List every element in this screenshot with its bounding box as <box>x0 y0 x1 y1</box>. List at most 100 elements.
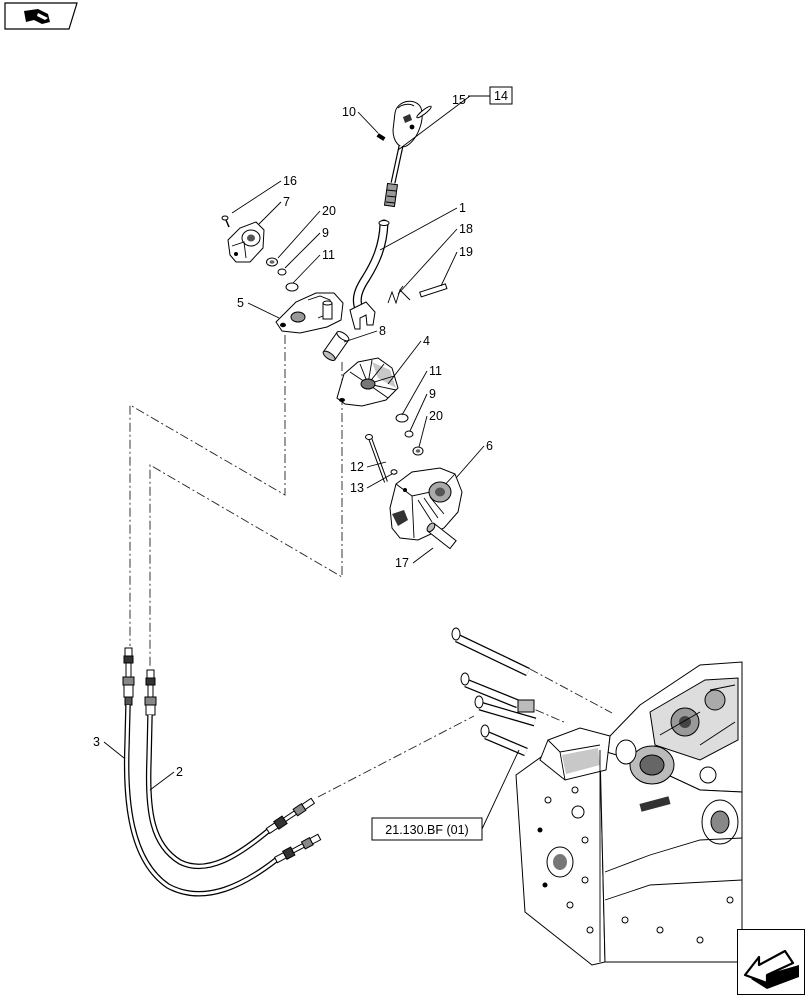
cable-2-shape <box>147 714 269 868</box>
lever-bracket-shape <box>231 241 247 259</box>
callout-9-lower[interactable]: 9 <box>429 387 436 401</box>
reference-box-label[interactable]: 14 <box>494 89 508 103</box>
return-arrow-button[interactable] <box>737 929 805 995</box>
leader-lines-shape <box>401 370 428 416</box>
leader-lines-shape <box>455 445 485 479</box>
selector-rods-shape <box>517 699 535 713</box>
catalog-section-button[interactable] <box>4 2 78 30</box>
transmission-housing-shape <box>562 748 600 774</box>
callout-4[interactable]: 4 <box>423 334 430 348</box>
cable-2-shape-shape <box>301 797 316 811</box>
leader-lines-shape <box>149 771 175 791</box>
gear-lever-shape <box>378 220 390 226</box>
transmission-housing-shape <box>566 901 574 909</box>
cable-3-shape <box>122 676 135 686</box>
transmission-housing-shape <box>542 882 548 888</box>
knob-screw <box>376 133 386 141</box>
bushing <box>322 330 350 362</box>
cable-3-shape <box>125 704 277 896</box>
callout-7[interactable]: 7 <box>283 195 290 209</box>
icon-arrow <box>743 949 795 985</box>
leader-lines-shape <box>397 95 471 151</box>
lever-cover-shape <box>360 378 376 390</box>
transmission-housing-shape <box>581 836 589 844</box>
lever-knob-shape <box>392 100 423 148</box>
circlip-shape <box>416 105 432 119</box>
callout-16[interactable]: 16 <box>283 174 297 188</box>
housing-pin-shape <box>426 522 457 550</box>
selector-rods-shape <box>464 679 520 708</box>
callout-20-upper[interactable]: 20 <box>322 204 336 218</box>
leader-lines-shape <box>379 207 458 251</box>
transmission-housing-shape <box>615 739 637 765</box>
lever-pin <box>419 283 448 298</box>
callout-13[interactable]: 13 <box>350 481 364 495</box>
bolt-washer <box>390 469 398 475</box>
lever-bracket <box>227 221 265 263</box>
transmission-housing-shape <box>571 786 579 794</box>
callout-8[interactable]: 8 <box>379 324 386 338</box>
transmission-housing-shape <box>571 805 585 819</box>
icon-glyph-arrow <box>37 13 48 20</box>
reference-box-14[interactable]: 14 <box>489 86 513 105</box>
reference-box-14-shape <box>489 86 513 105</box>
cross-reference-link[interactable]: 21.130.BF (01) <box>371 817 483 841</box>
bracket-screw-shape <box>225 219 230 228</box>
transmission-housing-shape <box>581 876 589 884</box>
transmission-housing-shape <box>604 837 743 873</box>
selector-rods-shape <box>460 672 470 686</box>
phantom-lines-shape <box>317 715 475 798</box>
lever-knob-shape <box>409 124 415 130</box>
cross-reference-label[interactable]: 21.130.BF (01) <box>385 823 468 837</box>
lever-bracket-shape <box>234 252 238 256</box>
lever-housing-shape <box>435 487 445 497</box>
callout-1[interactable]: 1 <box>459 201 466 215</box>
callout-11-lower[interactable]: 11 <box>429 364 442 378</box>
callout-18[interactable]: 18 <box>459 222 473 236</box>
callout-5[interactable]: 5 <box>237 296 244 310</box>
lever-housing-shape <box>411 495 415 539</box>
callout-6[interactable]: 6 <box>486 439 493 453</box>
callout-19[interactable]: 19 <box>459 245 473 259</box>
lever-housing-shape <box>392 510 408 526</box>
gear-lever <box>349 219 390 330</box>
callout-3[interactable]: 3 <box>93 735 100 749</box>
leader-lines-shape <box>292 254 321 284</box>
transmission-housing-shape <box>696 936 704 944</box>
cable-3-shape-shape <box>291 843 305 854</box>
callout-10[interactable]: 10 <box>342 105 356 119</box>
spring-clip-shape <box>399 285 404 291</box>
leader-lines <box>103 95 520 830</box>
callout-2[interactable]: 2 <box>176 765 183 779</box>
cable-2-shape <box>146 669 155 679</box>
leader-lines-shape <box>103 741 125 759</box>
callout-15[interactable]: 15 <box>452 93 466 107</box>
upper-washers <box>266 257 299 292</box>
phantom-lines <box>129 335 613 798</box>
lever-knob-shape <box>403 114 412 123</box>
lever-housing-shape <box>403 488 407 492</box>
callout-17[interactable]: 17 <box>395 556 409 570</box>
bushing-shape-shape <box>322 350 336 362</box>
housing-bolt-shape <box>365 434 373 440</box>
callout-12[interactable]: 12 <box>350 460 364 474</box>
cross-reference-link-shape <box>371 817 483 841</box>
selector-plate-shape <box>275 292 344 334</box>
leader-lines-shape <box>247 302 280 319</box>
cable-2 <box>144 669 316 870</box>
cable-3-shape <box>125 662 132 678</box>
callout-11-upper[interactable]: 11 <box>322 248 335 262</box>
cable-2-shape <box>144 696 157 706</box>
lever-housing-shape <box>389 467 463 541</box>
leader-lines-shape <box>284 232 321 269</box>
cable-2-shape <box>145 677 156 686</box>
cable-3-shape <box>123 684 134 698</box>
selector-rods-shape <box>455 635 530 675</box>
callout-9-upper[interactable]: 9 <box>322 226 329 240</box>
transmission-housing-shape <box>659 684 736 746</box>
cable-3-shape <box>124 647 133 657</box>
transmission-housing-shape <box>726 896 734 904</box>
callout-20-lower[interactable]: 20 <box>429 409 443 423</box>
transmission-housing-shape <box>656 926 664 934</box>
cable-2-shape <box>265 797 316 835</box>
